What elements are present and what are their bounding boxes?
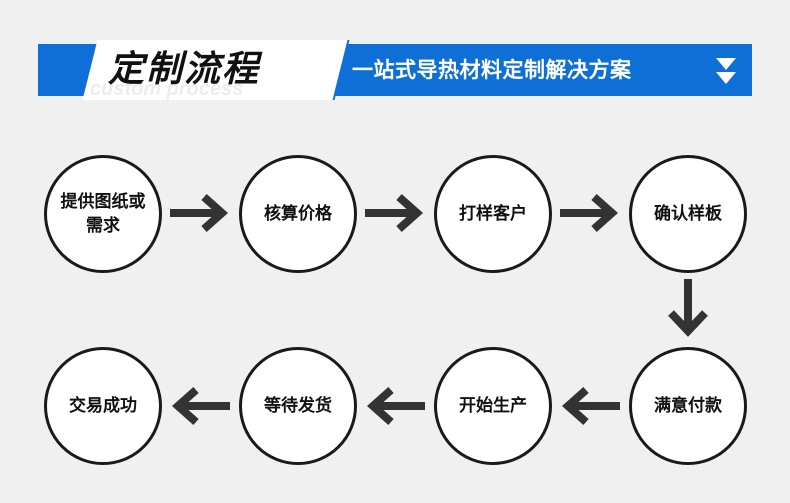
step-label: 确认样板: [654, 204, 722, 224]
step-payment: 满意付款: [629, 347, 747, 465]
step-sample-customer: 打样客户: [434, 155, 552, 273]
arrow-down-icon: [668, 279, 708, 337]
header-subtitle: custom process: [90, 78, 244, 100]
arrow-right-icon: [365, 194, 424, 232]
step-confirm-sample: 确认样板: [629, 155, 747, 273]
step-provide-drawings: 提供图纸或需求: [44, 155, 162, 273]
step-label: 等待发货: [264, 396, 332, 416]
step-label: 交易成功: [69, 396, 137, 416]
step-deal-complete: 交易成功: [44, 347, 162, 465]
page-title: 定制流程: [108, 49, 261, 90]
step-label: 核算价格: [264, 204, 332, 224]
arrow-left-icon: [561, 387, 620, 425]
step-label: 打样客户: [459, 204, 527, 224]
arrow-left-icon: [171, 387, 230, 425]
step-calculate-price: 核算价格: [239, 155, 357, 273]
arrow-right-icon: [560, 194, 619, 232]
step-start-production: 开始生产: [434, 347, 552, 465]
step-label: 提供图纸或需求: [60, 192, 146, 236]
step-label: 满意付款: [654, 396, 722, 416]
step-label: 开始生产: [459, 396, 527, 416]
arrow-right-icon: [170, 194, 229, 232]
step-await-shipping: 等待发货: [239, 347, 357, 465]
chevron-down-icon: [716, 58, 736, 84]
arrow-left-icon: [366, 387, 425, 425]
header-tagline: 一站式导热材料定制解决方案: [352, 58, 632, 82]
